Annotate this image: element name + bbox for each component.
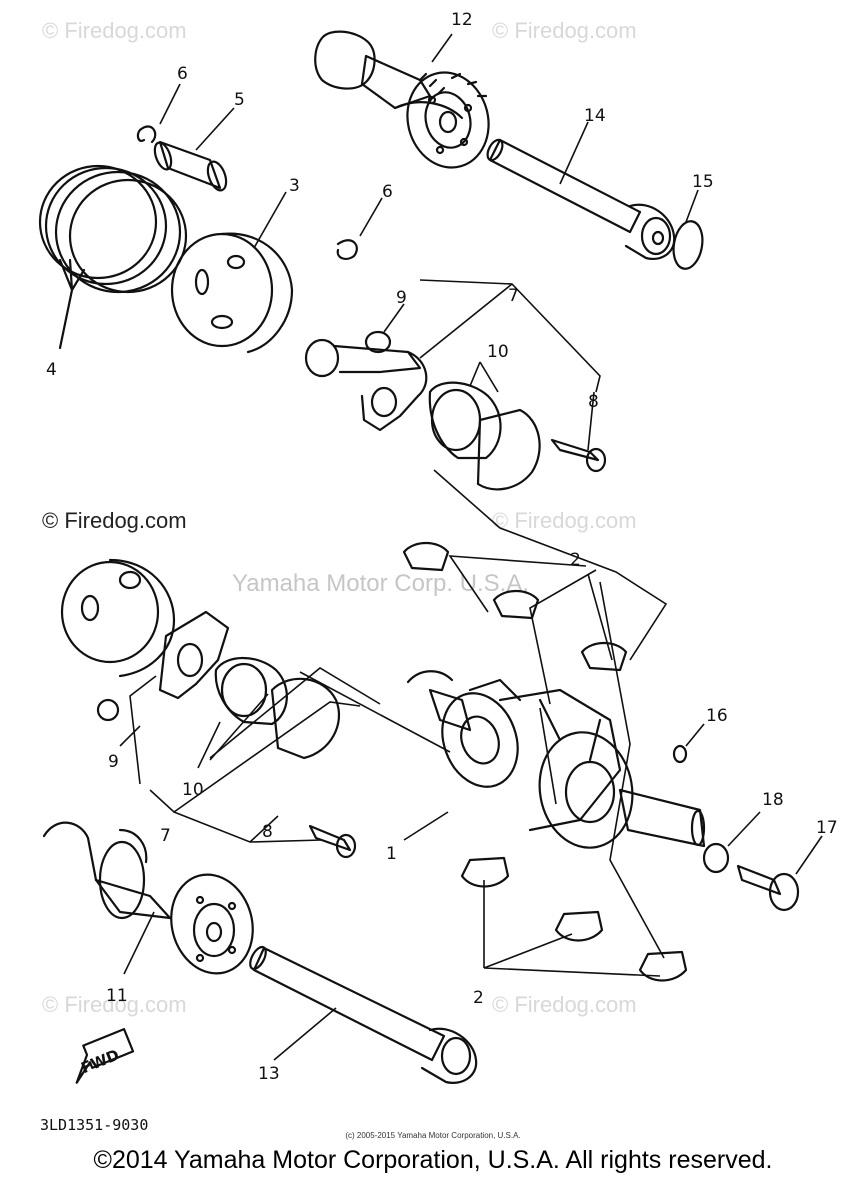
piston-lower: [60, 558, 176, 678]
callout-4: 4: [46, 360, 57, 380]
callout-7-upper: 7: [508, 286, 519, 306]
watermark-center: Yamaha Motor Corp. U.S.A.: [232, 570, 529, 597]
callout-3: 3: [289, 176, 300, 196]
piston-rings-4: [38, 164, 188, 350]
callout-5: 5: [234, 90, 245, 110]
rod-cap-lower: [270, 677, 341, 760]
bolt-17: [736, 864, 800, 912]
diagram-part-number: 3LD1351-9030: [40, 1116, 149, 1134]
circlip-6-lower: [336, 239, 358, 260]
callout-14: 14: [584, 106, 606, 126]
main-bearing-2-e: [554, 910, 604, 942]
callout-16: 16: [706, 706, 728, 726]
callout-10-upper: 10: [487, 342, 509, 362]
fwd-arrow: [75, 1028, 135, 1084]
watermark-top-left: © Firedog.com: [42, 18, 187, 43]
leader-lines: [119, 33, 823, 1061]
watermark-mid-right: © Firedog.com: [492, 508, 637, 533]
main-bearing-2-b: [492, 589, 540, 620]
watermark-bottom-left: © Firedog.com: [42, 992, 187, 1017]
callout-9-upper: 9: [396, 288, 407, 308]
piston-3-upper: [170, 232, 294, 354]
camshaft-upper: [314, 30, 490, 169]
bushing-9-upper: [364, 330, 392, 354]
callout-7-lower: 7: [160, 826, 171, 846]
watermark-mid-left: © Firedog.com: [42, 508, 187, 533]
rod-bolt-8-lower: [308, 824, 357, 859]
callout-6-lower: 6: [382, 182, 393, 202]
small-copyright: (c) 2005-2015 Yamaha Motor Corporation, …: [345, 1131, 521, 1140]
shaft-14: [486, 138, 676, 260]
callout-13: 13: [258, 1064, 280, 1084]
main-bearing-2-a: [402, 541, 450, 572]
callout-18: 18: [762, 790, 784, 810]
callout-9-lower: 9: [108, 752, 119, 772]
callout-2-upper: 2: [570, 550, 581, 570]
watermark-bottom-right: © Firedog.com: [492, 992, 637, 1017]
copyright-notice: ©2014 Yamaha Motor Corporation, U.S.A. A…: [93, 1146, 773, 1174]
piston-pin-5: [153, 140, 228, 192]
cap-15: [672, 220, 704, 270]
callout-1: 1: [386, 844, 397, 864]
callout-2-lower: 2: [473, 988, 484, 1008]
shaft-13: [249, 945, 478, 1084]
main-bearing-2-d: [460, 856, 510, 888]
washer-18: [702, 842, 730, 874]
rod-cap-upper: [476, 408, 541, 491]
callout-8-lower: 8: [262, 822, 273, 842]
bearing-10-lower: [214, 657, 288, 726]
callout-17: 17: [816, 818, 838, 838]
callout-6-upper: 6: [177, 64, 188, 84]
callout-10-lower: 10: [182, 780, 204, 800]
callout-11: 11: [106, 986, 128, 1006]
watermark-top-right: © Firedog.com: [492, 18, 637, 43]
callout-12: 12: [451, 10, 473, 30]
connecting-rod-7-upper: [304, 338, 428, 432]
connecting-rod-lower: [158, 610, 230, 700]
bushing-9-lower: [96, 698, 120, 722]
camshaft-lower: [42, 821, 254, 975]
rod-bolt-8-upper: [550, 438, 607, 473]
main-bearing-2-c: [580, 641, 628, 672]
circlip-6-upper: [136, 125, 157, 144]
callout-15: 15: [692, 172, 714, 192]
crankshaft-1: [406, 670, 706, 849]
callout-8-upper: 8: [588, 392, 599, 412]
bearing-10-upper: [428, 381, 502, 460]
key-16: [672, 744, 688, 764]
